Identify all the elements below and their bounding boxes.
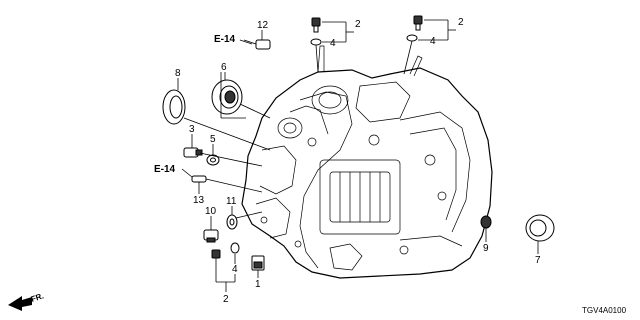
callout-4-bottom: 4 [232, 264, 238, 275]
callout-9: 9 [483, 243, 489, 254]
callout-3: 3 [189, 124, 195, 135]
leader-lines [177, 19, 539, 292]
bracket-part-1 [251, 255, 265, 271]
callout-8: 8 [175, 68, 181, 79]
washer-part-4-bottom [230, 242, 240, 254]
callout-2-bottom: 2 [223, 294, 229, 305]
front-indicator: FR. [8, 291, 45, 311]
plug-part-3 [183, 147, 203, 158]
dowel-pin-part-12 [255, 39, 271, 50]
dowel-pin-part-13 [191, 175, 207, 183]
washer-part-11 [226, 214, 238, 230]
reference-labels: E-14 E-14 [154, 34, 253, 178]
callout-numbers: 12 6 8 3 5 13 10 11 4 2 1 2 4 2 4 9 7 [175, 17, 541, 305]
front-label: FR. [30, 291, 45, 304]
callout-2-top-right: 2 [458, 17, 464, 28]
callout-5: 5 [210, 134, 216, 145]
callout-11: 11 [226, 196, 237, 207]
washer-part-4-top-right [406, 34, 418, 42]
oil-seal-part-6 [211, 79, 243, 115]
callout-4-top-left: 4 [330, 38, 336, 49]
bolt-part-2-top-left [311, 17, 321, 33]
ref-e14-top: E-14 [214, 34, 236, 45]
callout-7: 7 [535, 255, 541, 266]
callout-10: 10 [205, 206, 217, 217]
oil-seal-part-8 [162, 89, 186, 125]
plug-part-9 [480, 215, 492, 229]
front-arrow-icon [8, 296, 32, 311]
callout-2-top-left: 2 [355, 19, 361, 30]
callout-13: 13 [193, 195, 205, 206]
washer-part-4-top-left [310, 38, 322, 46]
drain-bolt-part-10 [203, 229, 219, 243]
bolt-part-2-bottom [211, 249, 221, 259]
ref-e14-left: E-14 [154, 164, 176, 175]
callout-4-top-right: 4 [430, 36, 436, 47]
callout-12: 12 [257, 20, 269, 31]
bolt-part-2-top-right [413, 15, 423, 31]
callout-1: 1 [255, 279, 261, 290]
transmission-housing [241, 45, 493, 279]
washer-part-5 [206, 154, 220, 166]
diagram-code: TGV4A0100 [582, 306, 627, 315]
oil-seal-part-7 [525, 214, 555, 242]
callout-6: 6 [221, 62, 227, 73]
